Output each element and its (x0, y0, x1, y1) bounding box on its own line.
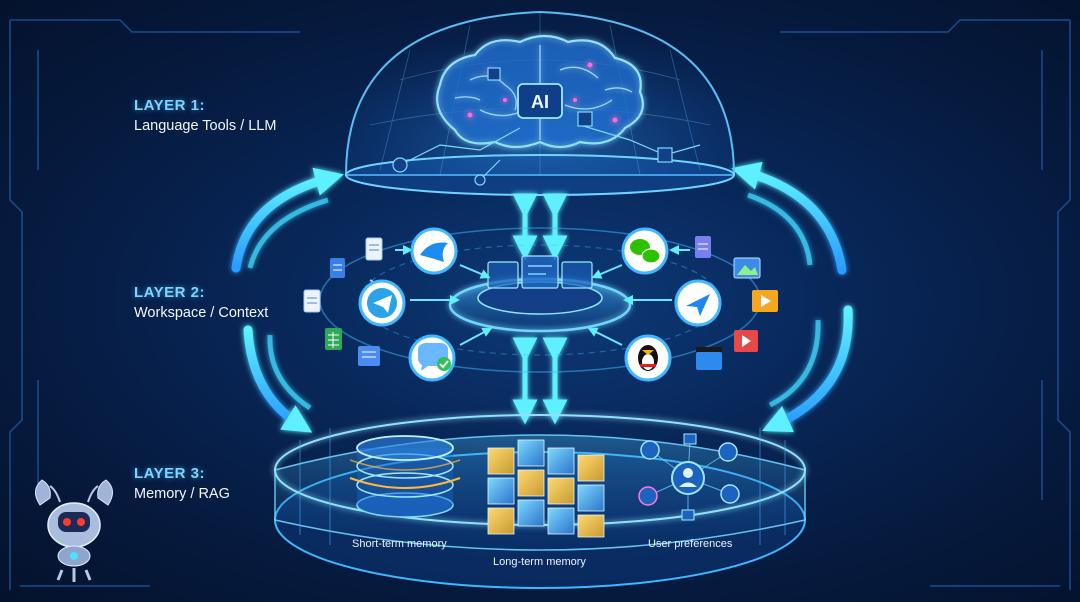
doc-icon-left-2 (330, 258, 345, 278)
robot-lobster-icon (35, 479, 113, 582)
short-term-memory-caption: Short-term memory (352, 538, 447, 550)
user-avatar (718, 442, 738, 462)
ai-chip: AI (517, 83, 563, 119)
long-term-memory-cubes (487, 439, 605, 538)
user-preferences-caption: User preferences (648, 538, 733, 550)
layer-2-subtitle: Workspace / Context (134, 305, 269, 321)
video-file-icon (734, 330, 758, 352)
layer-2-label: LAYER 2: Workspace / Context (134, 284, 268, 321)
user-avatar (638, 486, 658, 506)
ai-label: AI (531, 92, 549, 112)
play-file-icon (752, 290, 778, 312)
layer-3-label: LAYER 3: Memory / RAG (134, 465, 230, 502)
layer-1-subtitle: Language Tools / LLM (134, 118, 277, 134)
chat-check-icon (408, 334, 456, 382)
user-preferences-network (638, 433, 740, 521)
circuit-frame-left (9, 19, 300, 590)
spreadsheet-icon (325, 328, 342, 350)
layer-1-label: LAYER 1: Language Tools / LLM (134, 97, 276, 134)
image-icon (733, 257, 761, 279)
wechat-icon (621, 227, 669, 275)
network-nodes (392, 67, 701, 186)
doc-icon-left-1 (365, 237, 383, 261)
paper-plane-icon (674, 279, 722, 327)
user-avatar (720, 484, 740, 504)
user-avatar (640, 440, 660, 460)
circuit-frame-right (780, 19, 1071, 590)
doc-icon-right-1 (695, 236, 711, 258)
doc-icon-left-3 (303, 289, 321, 313)
right-cycle-arrows (731, 161, 853, 433)
left-cycle-arrows (231, 167, 344, 433)
layer-2-title: LAYER 2: (134, 284, 205, 301)
swift-bird-icon (410, 227, 458, 275)
flow-arrows-right (587, 245, 690, 346)
layer-1-title: LAYER 1: (134, 97, 205, 114)
layer-3-title: LAYER 3: (134, 465, 205, 482)
doc-icon-left-4 (358, 346, 380, 366)
telegram-icon (358, 279, 406, 327)
penguin-icon (624, 334, 672, 382)
long-term-memory-caption: Long-term memory (493, 556, 586, 568)
dome-workspace-arrows (512, 193, 568, 261)
workspace-ring (319, 227, 761, 373)
workspace-memory-arrows (512, 337, 568, 425)
layer-3-subtitle: Memory / RAG (134, 486, 230, 502)
workspace-panels (487, 255, 593, 289)
short-term-memory-cylinder (349, 435, 461, 518)
clapper-icon (696, 347, 722, 370)
